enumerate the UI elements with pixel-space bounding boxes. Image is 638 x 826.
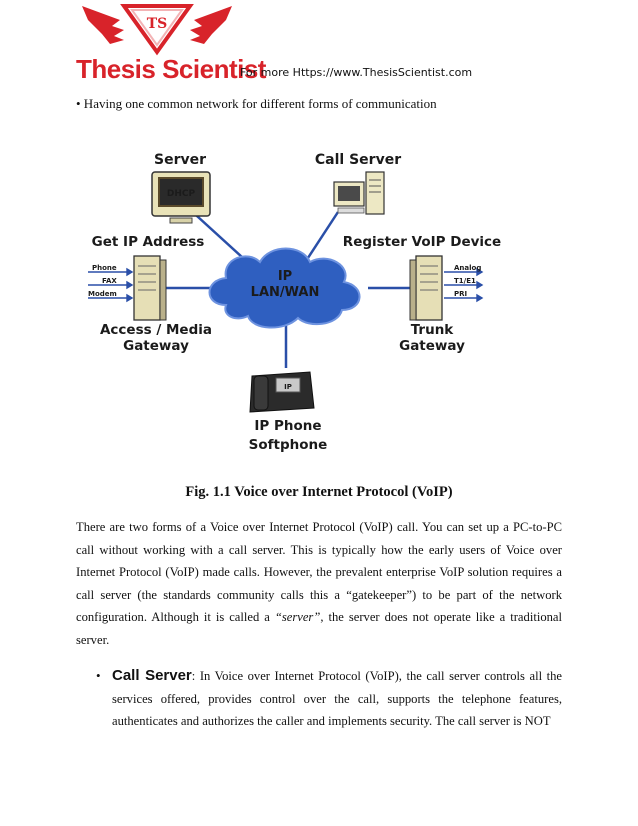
call-server-bullet: • Call Server: In Voice over Internet Pr… <box>76 665 562 733</box>
server-screen-label: DHCP <box>167 189 196 199</box>
cloud-icon <box>208 247 361 329</box>
register-voip-label: Register VoIP Device <box>343 234 501 250</box>
output-label-t1e1: T1/E1 <box>454 277 476 285</box>
ip-phone-line1: IP Phone <box>254 418 321 434</box>
ip-phone-line2: Softphone <box>249 437 328 453</box>
get-ip-label: Get IP Address <box>92 234 205 250</box>
trunk-gateway-tower-icon <box>409 255 443 321</box>
trunk-gateway-line2: Gateway <box>399 338 465 354</box>
paragraph-emphasis: “server” <box>274 610 321 625</box>
input-label-fax: FAX <box>102 277 117 285</box>
call-server-computer-icon <box>333 171 385 215</box>
figure-caption: Fig. 1.1 Voice over Internet Protocol (V… <box>185 484 453 500</box>
intro-bullet-line: • Having one common network for differen… <box>76 96 437 111</box>
logo-monogram: TS <box>147 16 168 32</box>
ip-phone-icon <box>249 371 315 413</box>
call-server-title: Call Server <box>315 152 401 168</box>
body-paragraph: There are two forms of a Voice over Inte… <box>76 516 562 652</box>
bullet-term: Call Server <box>112 667 192 684</box>
server-monitor-icon <box>151 171 211 224</box>
output-label-analog: Analog <box>454 264 481 272</box>
bullet-body: In Voice over Internet Protocol (VoIP), … <box>112 669 563 729</box>
paragraph-text-1: There are two forms of a Voice over Inte… <box>76 520 562 625</box>
input-label-modem: Modem <box>88 290 117 298</box>
brand-name: Thesis Scientist <box>76 54 266 84</box>
bullet-marker: • <box>96 668 101 683</box>
bullet-colon: : <box>191 669 196 683</box>
phone-screen-label: IP <box>284 383 292 391</box>
header-website-link[interactable]: For more Https://www.ThesisScientist.com <box>240 66 473 79</box>
trunk-gateway-line1: Trunk <box>411 322 455 338</box>
access-gateway-tower-icon <box>133 255 167 321</box>
left-input-arrows <box>88 267 134 303</box>
output-label-pri: PRI <box>454 290 467 298</box>
paragraph-text-2: , the server does not operate like a tra… <box>76 610 563 647</box>
right-output-arrows <box>444 267 484 303</box>
cloud-label-line1: IP <box>278 269 292 284</box>
server-title: Server <box>154 152 206 168</box>
logo-icon: TS <box>82 4 232 56</box>
voip-network-diagram: IP LAN/WAN Server DHCP Call Server Get I… <box>88 152 501 453</box>
cloud-label-line2: LAN/WAN <box>251 285 320 300</box>
input-label-phone: Phone <box>92 264 117 272</box>
access-gateway-line2: Gateway <box>123 338 189 354</box>
access-gateway-line1: Access / Media <box>100 322 212 338</box>
